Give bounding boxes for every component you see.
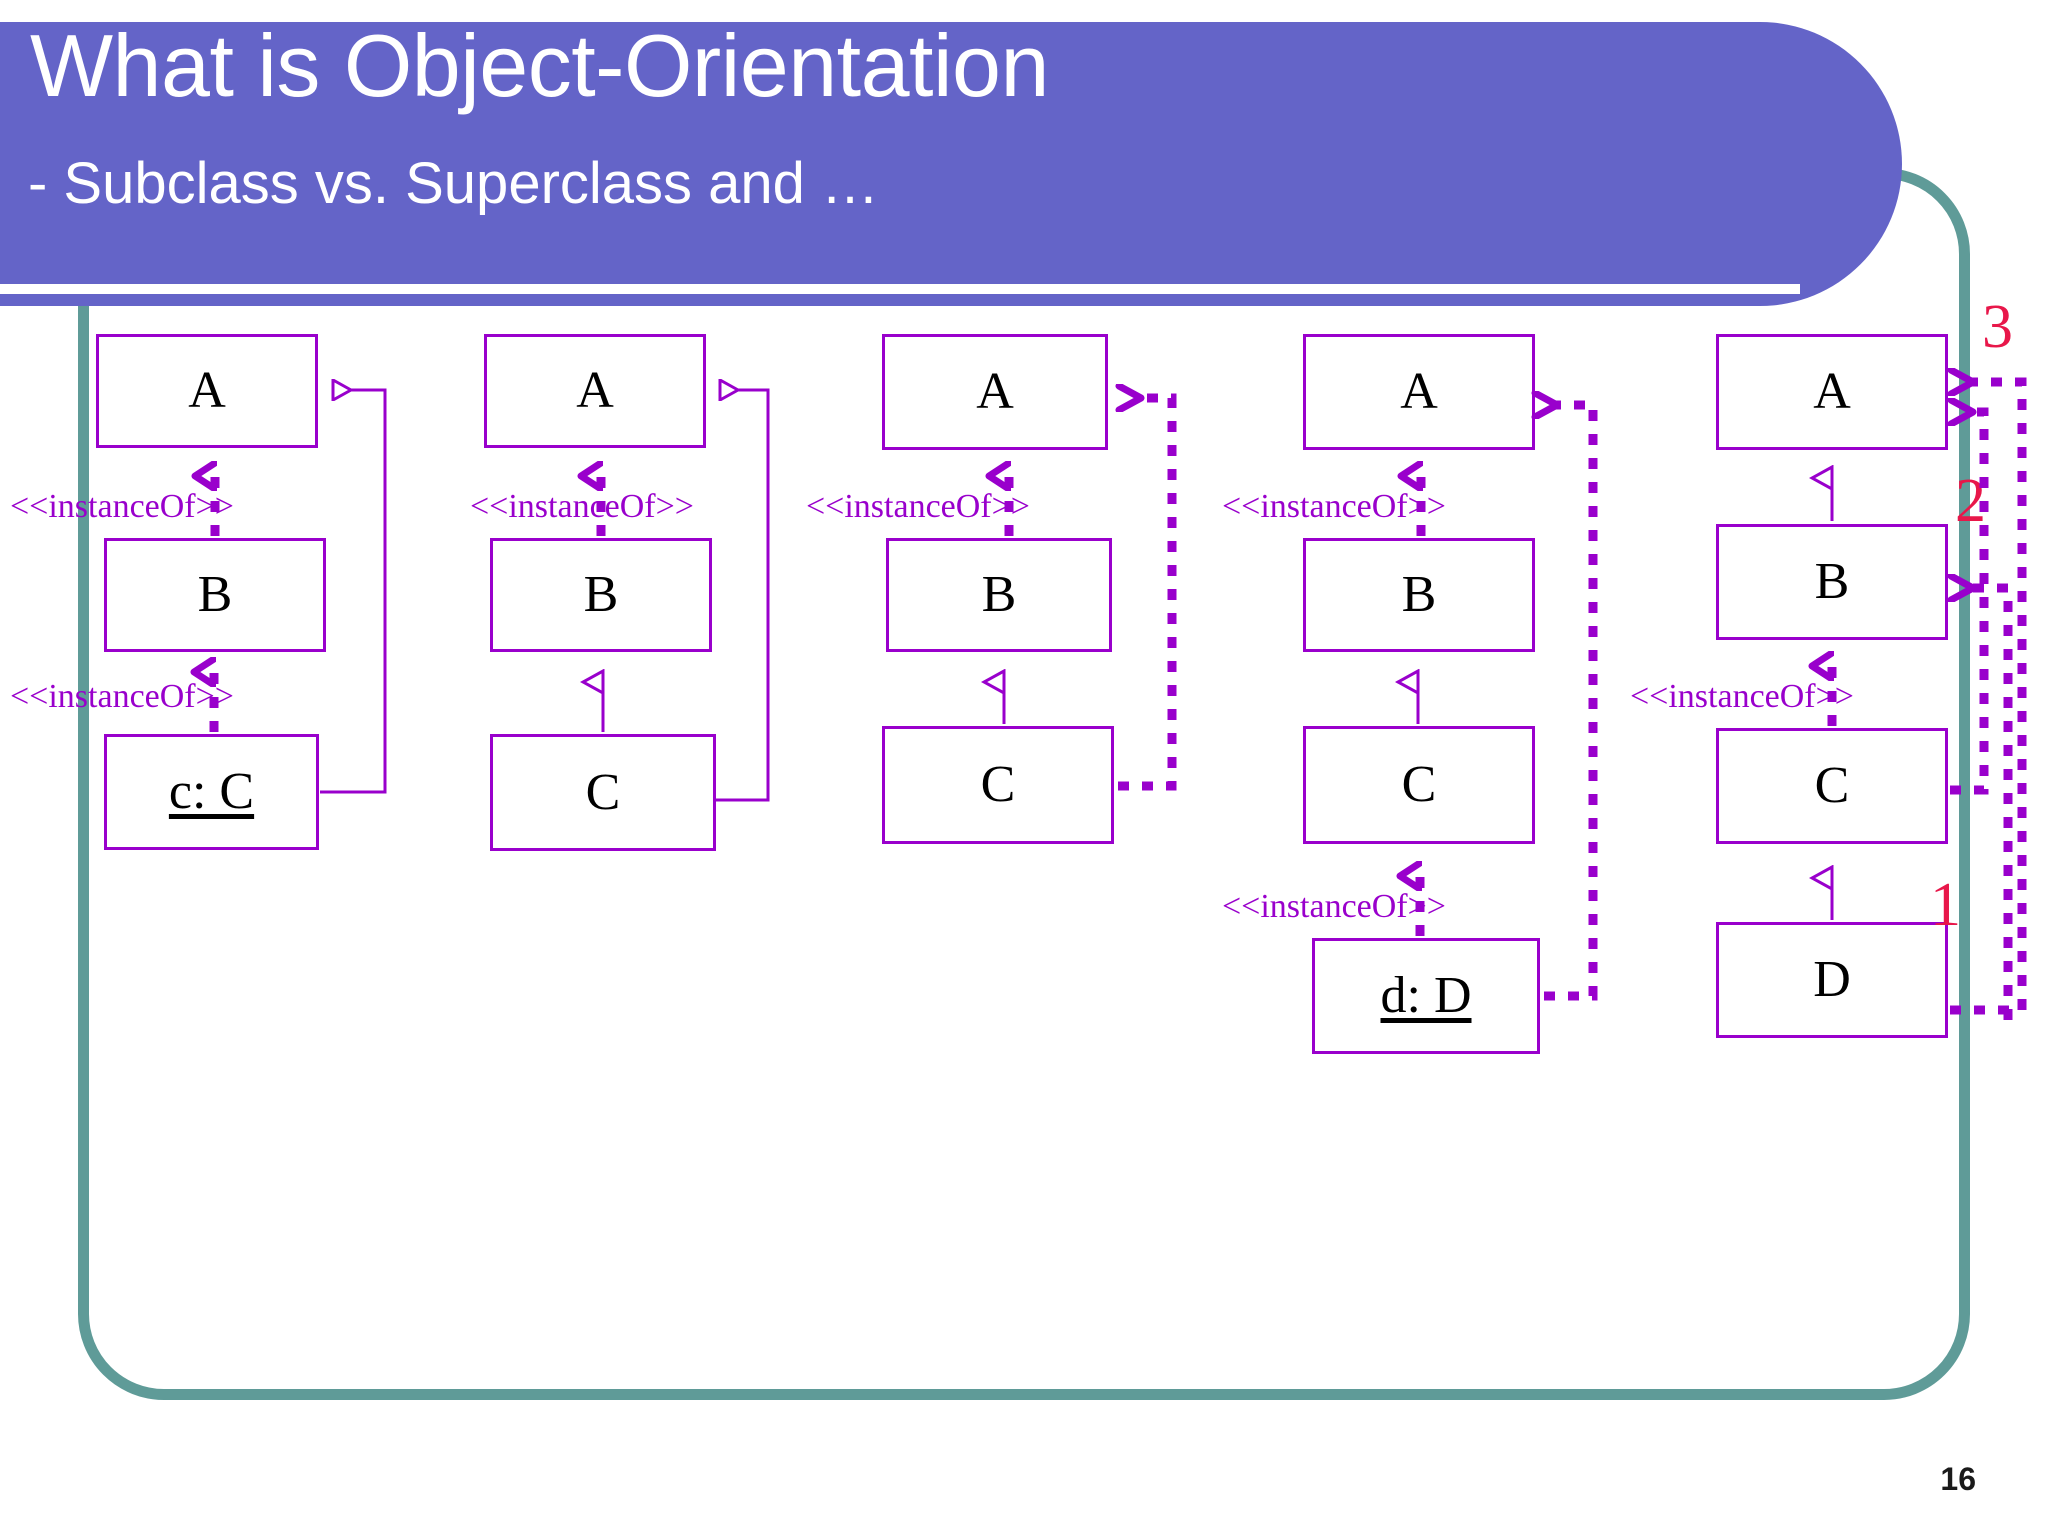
stereotype-label: <<instanceOf>> <box>1630 678 1854 715</box>
uml-class-box[interactable]: C <box>1716 728 1948 844</box>
uml-box-label: B <box>1401 566 1437 623</box>
stereotype-label: <<instanceOf>> <box>1222 488 1446 525</box>
uml-class-box[interactable]: A <box>1303 334 1535 450</box>
uml-box-label: A <box>576 362 614 419</box>
uml-box-label: A <box>1400 363 1438 420</box>
uml-class-box[interactable]: C <box>882 726 1114 844</box>
uml-box-label: d: D <box>1380 967 1472 1024</box>
slide-page-number: 16 <box>1940 1461 1976 1497</box>
uml-box-label: B <box>981 566 1017 623</box>
uml-class-box[interactable]: A <box>96 334 318 448</box>
uml-box-label: A <box>976 363 1014 420</box>
uml-box-label: A <box>188 362 226 419</box>
uml-instance-box[interactable]: c: C <box>104 734 319 850</box>
uml-class-box[interactable]: B <box>490 538 712 652</box>
uml-box-label: C <box>1814 757 1850 814</box>
marker-number-2: 2 <box>1955 467 1986 535</box>
stereotype-label: <<instanceOf>> <box>470 488 694 525</box>
uml-instance-box[interactable]: d: D <box>1312 938 1540 1054</box>
marker-number-1: 1 <box>1930 871 1961 939</box>
uml-class-box[interactable]: D <box>1716 922 1948 1038</box>
uml-box-label: B <box>583 566 619 623</box>
uml-class-box[interactable]: C <box>1303 726 1535 844</box>
page-title: What is Object-Orientation <box>30 16 1049 115</box>
uml-box-label: c: C <box>168 763 255 820</box>
uml-class-box[interactable]: A <box>1716 334 1948 450</box>
stereotype-label: <<instanceOf>> <box>1222 888 1446 925</box>
uml-box-label: B <box>1814 553 1850 610</box>
numbered-connector-3 <box>1972 588 2013 1020</box>
uml-class-box[interactable]: B <box>886 538 1112 652</box>
stereotype-label: <<instanceOf>> <box>806 488 1030 525</box>
uml-class-box[interactable]: B <box>1716 524 1948 640</box>
uml-class-box[interactable]: B <box>104 538 326 652</box>
uml-class-box[interactable]: C <box>490 734 716 851</box>
uml-class-box[interactable]: A <box>484 334 706 448</box>
uml-box-label: D <box>1813 951 1851 1008</box>
uml-class-box[interactable]: B <box>1303 538 1535 652</box>
title-banner <box>0 22 1902 306</box>
title-underline-rule <box>0 284 1800 294</box>
uml-box-label: C <box>585 763 621 821</box>
stereotype-label: <<instanceOf>> <box>10 488 234 525</box>
uml-box-label: C <box>980 756 1016 813</box>
uml-class-box[interactable]: A <box>882 334 1108 450</box>
uml-box-label: A <box>1813 363 1851 420</box>
page-subtitle: - Subclass vs. Superclass and … <box>28 151 880 216</box>
marker-number-3: 3 <box>1982 293 2013 361</box>
uml-box-label: C <box>1401 756 1437 813</box>
uml-box-label: B <box>197 566 233 623</box>
stereotype-label: <<instanceOf>> <box>10 678 234 715</box>
